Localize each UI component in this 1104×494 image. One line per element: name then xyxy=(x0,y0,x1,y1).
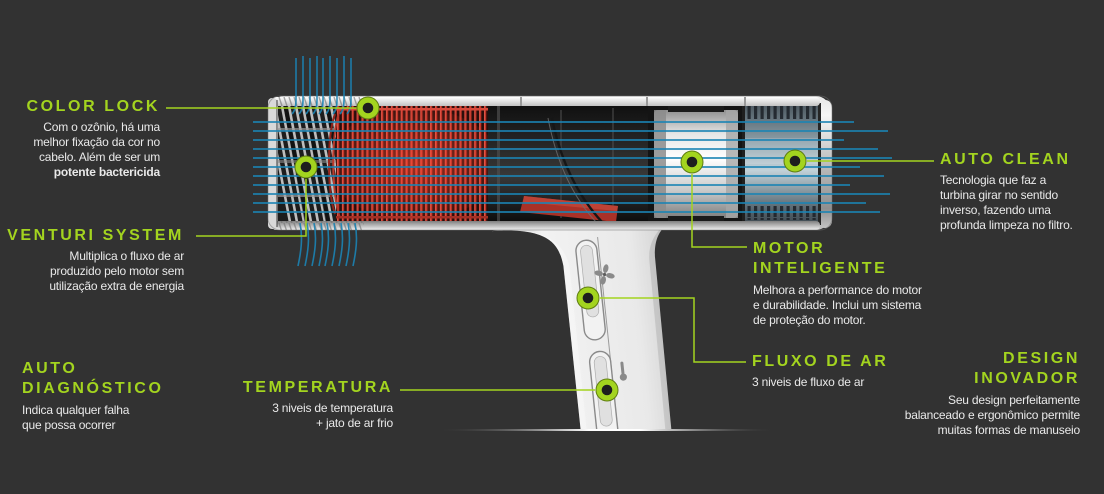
callout-title: MOTOR INTELIGENTE xyxy=(753,240,888,277)
desc-line: de proteção do motor. xyxy=(753,313,866,327)
desc-line-bold: potente bactericida xyxy=(53,165,160,179)
desc-line: turbina girar no sentido xyxy=(940,188,1058,202)
desc-line: cabelo. Além de ser um xyxy=(39,150,160,164)
desc-line: e durabilidade. Inclui um sistema xyxy=(753,298,922,312)
desc-line: melhor fixação da cor no xyxy=(33,135,160,149)
callout-title: AUTO CLEAN xyxy=(940,151,1071,168)
desc-line: 3 niveis de fluxo de ar xyxy=(752,375,865,389)
desc-line: inverso, fazendo uma xyxy=(940,203,1051,217)
front-rim xyxy=(268,98,277,229)
desc-line: 3 niveis de temperatura xyxy=(272,401,393,415)
desc-line: Multiplica o fluxo de ar xyxy=(69,249,184,263)
marker-venturi-system xyxy=(294,155,318,179)
desc-line: que possa ocorrer xyxy=(22,418,116,432)
marker-fluxo-de-ar xyxy=(576,286,600,310)
desc-line: + jato de ar frio xyxy=(316,416,393,430)
airflow-intake-bottom xyxy=(297,222,358,267)
callout-design-inovador: DESIGN INOVADOR Seu design perfeitamente… xyxy=(858,349,1080,438)
desc-line: muitas formas de manuseio xyxy=(937,423,1081,437)
rear-cap xyxy=(818,100,832,228)
desc-line: balanceado e ergonômico permite xyxy=(904,408,1080,422)
desc-line: Seu design perfeitamente xyxy=(948,393,1080,407)
callout-fluxo-de-ar: FLUXO DE AR 3 niveis de fluxo de ar xyxy=(752,352,962,390)
callout-motor-inteligente: MOTOR INTELIGENTE Melhora a performance … xyxy=(753,239,988,328)
heating-coil xyxy=(328,106,500,222)
rear-filter xyxy=(742,103,822,225)
thermometer-icon xyxy=(619,361,627,381)
desc-line: utilização extra de energia xyxy=(49,279,184,293)
callout-title: FLUXO DE AR xyxy=(752,353,889,370)
feature-markers xyxy=(294,96,807,402)
callout-title: AUTO DIAGNÓSTICO xyxy=(22,360,164,397)
desc-line: Indica qualquer falha xyxy=(22,403,130,417)
handle xyxy=(491,207,719,430)
desc-line: Com o ozônio, há uma xyxy=(43,120,160,134)
callout-auto-diagnostico: AUTO DIAGNÓSTICO Indica qualquer falha q… xyxy=(22,359,222,433)
callout-venturi-system: VENTURI SYSTEM Multiplica o fluxo de ar … xyxy=(0,226,184,294)
marker-color-lock xyxy=(356,96,380,120)
line-venturi-system xyxy=(196,179,307,237)
callout-title: COLOR LOCK xyxy=(26,98,160,115)
desc-line: Tecnologia que faz a xyxy=(940,173,1047,187)
callout-lines xyxy=(166,107,934,391)
marker-motor-inteligente xyxy=(680,150,704,174)
desc-line: produzido pelo motor sem xyxy=(50,264,184,278)
callout-temperatura: TEMPERATURA 3 niveis de temperatura + ja… xyxy=(193,378,393,431)
line-motor-inteligente xyxy=(691,174,747,248)
marker-temperatura xyxy=(595,378,619,402)
desc-line: Melhora a performance do motor xyxy=(753,283,922,297)
desc-line: profunda limpeza no filtro. xyxy=(940,218,1073,232)
callout-title: TEMPERATURA xyxy=(242,379,393,396)
image-cut-line xyxy=(436,429,776,431)
fan-icon xyxy=(594,264,615,285)
line-fluxo-de-ar xyxy=(600,297,746,363)
callout-color-lock: COLOR LOCK Com o ozônio, há uma melhor f… xyxy=(0,97,160,180)
barrel xyxy=(267,95,833,231)
callout-title: VENTURI SYSTEM xyxy=(7,227,184,244)
marker-auto-clean xyxy=(783,149,807,173)
callout-title: DESIGN INOVADOR xyxy=(974,350,1080,387)
callout-auto-clean: AUTO CLEAN Tecnologia que faz a turbina … xyxy=(940,150,1104,233)
